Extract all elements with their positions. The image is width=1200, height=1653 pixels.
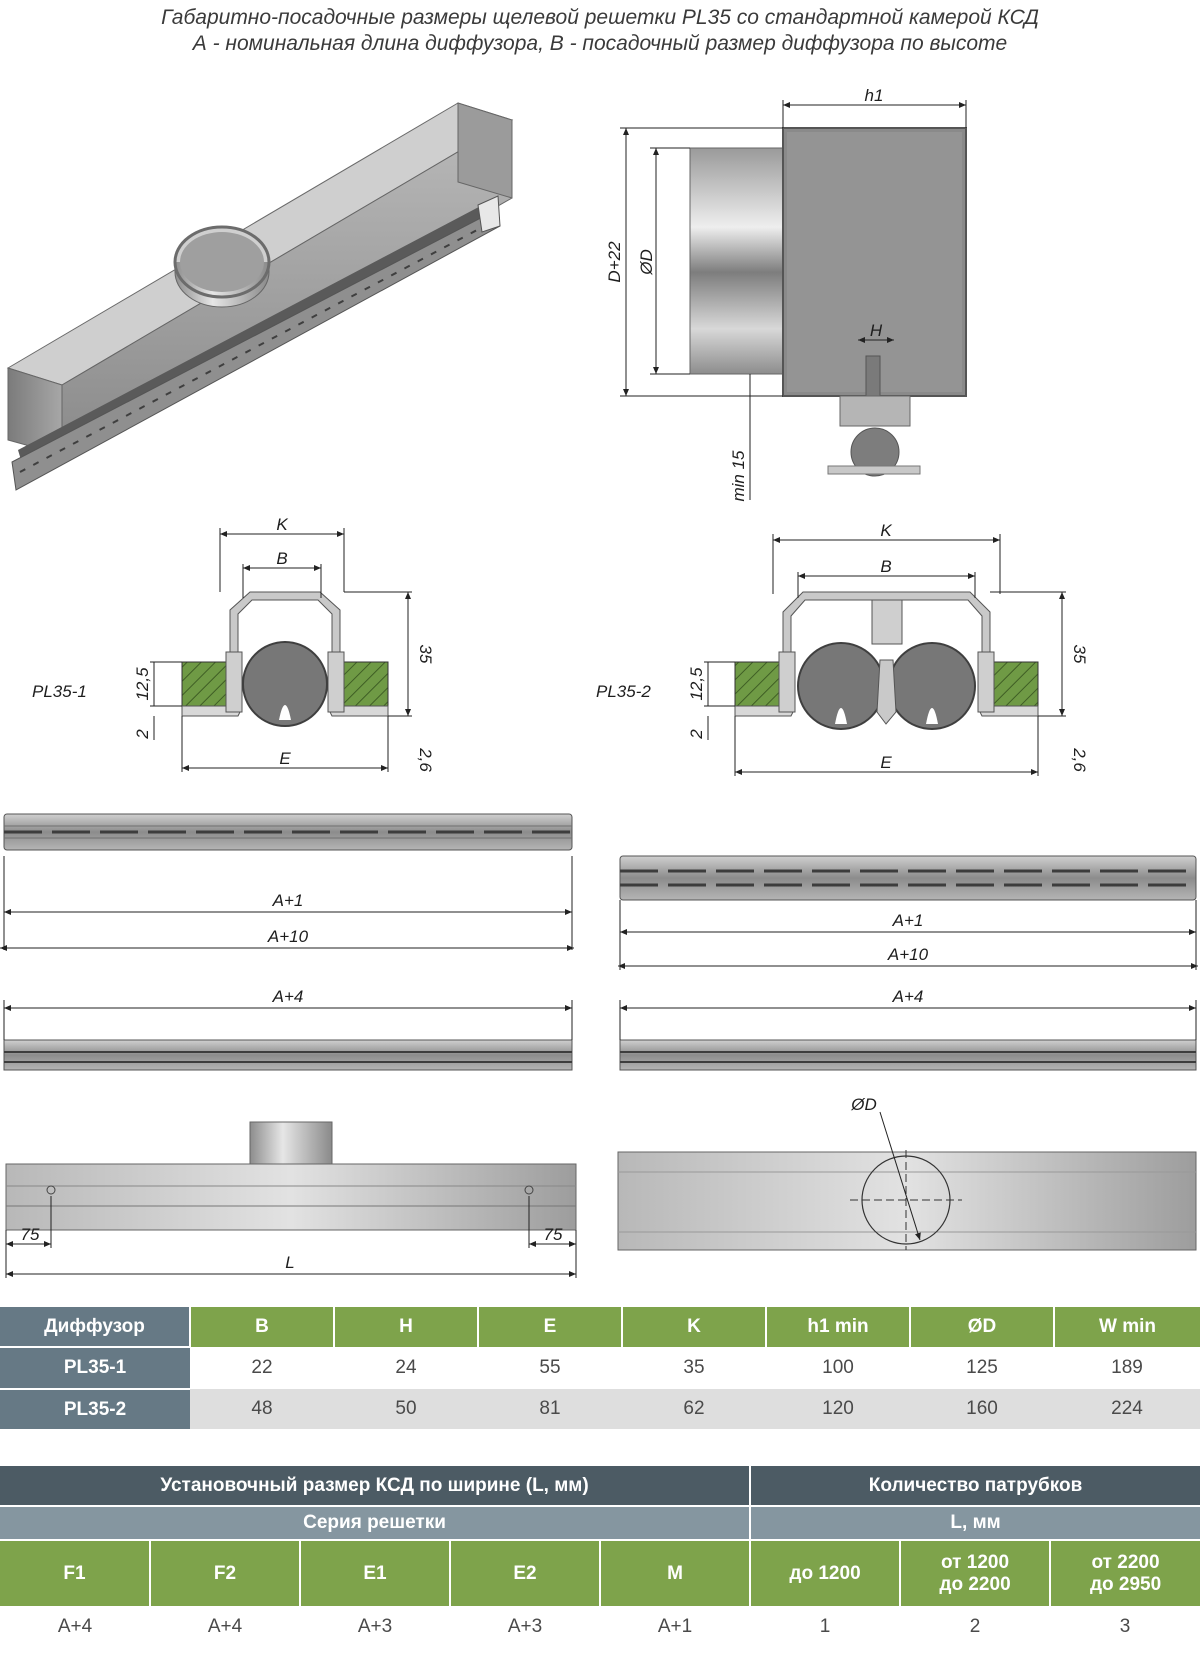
table-cell: A+4 <box>0 1606 150 1648</box>
front-view-pl35-1: A+1 A+10 A+4 <box>0 813 574 1071</box>
dim-2-6-2: 2,6 <box>1070 747 1089 772</box>
col-header-e1: E1 <box>299 1539 450 1606</box>
dim-35-2: 35 <box>1070 645 1089 664</box>
dim-d-plus-22: D+22 <box>605 241 624 283</box>
col-header-1200-2200: от 1200 до 2200 <box>899 1539 1051 1606</box>
table-cell: 81 <box>478 1389 622 1429</box>
header-nozzle-count: Количество патрубков <box>749 1466 1200 1506</box>
dim-a-plus-10-left: A+10 <box>267 927 309 946</box>
dim-k-2: K <box>880 521 892 540</box>
installation-table-mid-header: Серия решетки L, мм <box>0 1505 1200 1540</box>
col-header-wmin: W min <box>1053 1307 1200 1347</box>
dimensions-table-header: Диффузор B H E K h1 min ØD W min <box>0 1307 1200 1347</box>
title-line-2: А - номинальная длина диффузора, B - пос… <box>192 32 1008 55</box>
dim-e-2: E <box>880 753 892 772</box>
dim-35-1: 35 <box>416 645 435 664</box>
title-line-1: Габаритно-посадочные размеры щелевой реш… <box>161 6 1039 29</box>
side-section-view: h1 D+22 ØD H min 15 <box>605 86 967 502</box>
dim-od-side: ØD <box>637 249 656 276</box>
dim-a-plus-10-right: A+10 <box>887 945 929 964</box>
table-cell: 35 <box>622 1347 766 1389</box>
dim-12-5-2: 12,5 <box>687 667 706 701</box>
dim-b-1: B <box>276 549 287 568</box>
table-cell: 50 <box>334 1389 478 1429</box>
col-header-f1: F1 <box>0 1539 150 1606</box>
dim-od-top: ØD <box>850 1095 877 1114</box>
col-header-m: M <box>598 1539 751 1606</box>
label-pl35-1: PL35-1 <box>32 682 87 701</box>
dim-a-plus-1-left: A+1 <box>272 891 304 910</box>
dim-l: L <box>285 1253 294 1272</box>
header-install-width: Установочный размер КСД по ширине (L, мм… <box>0 1466 751 1506</box>
dim-e-1: E <box>279 749 291 768</box>
header-l-mm: L, мм <box>749 1505 1200 1540</box>
dim-2-2: 2 <box>687 729 706 740</box>
dim-min15: min 15 <box>729 450 748 502</box>
table-cell: 160 <box>910 1389 1054 1429</box>
profile-pl35-2: K B 35 12,5 2 2,6 E PL35-2 <box>596 521 1089 776</box>
table-cell: A+4 <box>150 1606 300 1648</box>
dimensions-table: Диффузор B H E K h1 min ØD W min PL35-1 … <box>0 1307 1200 1429</box>
row-label: PL35-1 <box>0 1346 190 1389</box>
installation-table-col-header: F1 F2 E1 E2 M до 1200 от 1200 до 2200 от… <box>0 1539 1200 1606</box>
table-cell: 189 <box>1054 1347 1200 1389</box>
dim-a-plus-4-left: A+4 <box>272 987 304 1006</box>
table-cell: 62 <box>622 1389 766 1429</box>
iso-view <box>6 102 514 491</box>
table-cell: 22 <box>190 1347 334 1389</box>
table-row: PL35-1 22 24 55 35 100 125 189 <box>0 1346 1200 1389</box>
installation-table: Установочный размер КСД по ширине (L, мм… <box>0 1466 1200 1648</box>
table-cell: 24 <box>334 1347 478 1389</box>
table-cell: 224 <box>1054 1389 1200 1429</box>
table-row: A+4 A+4 A+3 A+3 A+1 1 2 3 <box>0 1606 1200 1648</box>
dim-2-6-1: 2,6 <box>416 747 435 772</box>
col-header-e2: E2 <box>449 1539 600 1606</box>
col-header-k: K <box>621 1307 766 1347</box>
plenum-top-view: ØD <box>617 1095 1197 1251</box>
table-row: PL35-2 48 50 81 62 120 160 224 <box>0 1388 1200 1429</box>
dim-a-plus-4-right: A+4 <box>892 987 924 1006</box>
dim-h: H <box>870 321 883 340</box>
col-header-2200-2950: от 2200 до 2950 <box>1049 1539 1200 1606</box>
dim-k-1: K <box>276 515 288 534</box>
dim-h1: h1 <box>865 86 884 105</box>
dim-b-2: B <box>880 557 891 576</box>
row-label: PL35-2 <box>0 1388 190 1429</box>
col-header-od: ØD <box>909 1307 1054 1347</box>
table-cell: 100 <box>766 1347 910 1389</box>
dim-a-plus-1-right: A+1 <box>892 911 924 930</box>
table-cell: 55 <box>478 1347 622 1389</box>
table-cell: 120 <box>766 1389 910 1429</box>
dim-2-1: 2 <box>133 729 152 740</box>
col-header-h: H <box>333 1307 478 1347</box>
dim-12-5-1: 12,5 <box>133 667 152 701</box>
table-cell: 2 <box>900 1606 1051 1648</box>
header-series: Серия решетки <box>0 1505 751 1540</box>
col-header-h1min: h1 min <box>765 1307 910 1347</box>
col-header-to-1200: до 1200 <box>749 1539 901 1606</box>
profile-pl35-1: K B 35 12,5 2 2,6 E PL35-1 <box>32 515 435 772</box>
col-header-b: B <box>189 1307 334 1347</box>
table-cell: 3 <box>1050 1606 1200 1648</box>
col-header-f2: F2 <box>149 1539 300 1606</box>
col-header-diffuser: Диффузор <box>0 1307 190 1347</box>
col-header-e: E <box>477 1307 622 1347</box>
installation-table-top-header: Установочный размер КСД по ширине (L, мм… <box>0 1466 1200 1506</box>
front-view-pl35-2: A+1 A+10 A+4 <box>618 855 1198 1071</box>
dim-75-right: 75 <box>544 1225 563 1244</box>
table-cell: A+3 <box>300 1606 450 1648</box>
dim-75-left: 75 <box>21 1225 40 1244</box>
table-cell: 48 <box>190 1389 334 1429</box>
table-cell: 125 <box>910 1347 1054 1389</box>
plenum-front-view: 75 75 L <box>5 1121 577 1278</box>
table-cell: 1 <box>750 1606 901 1648</box>
label-pl35-2: PL35-2 <box>596 682 651 701</box>
table-cell: A+3 <box>450 1606 600 1648</box>
table-cell: A+1 <box>600 1606 751 1648</box>
